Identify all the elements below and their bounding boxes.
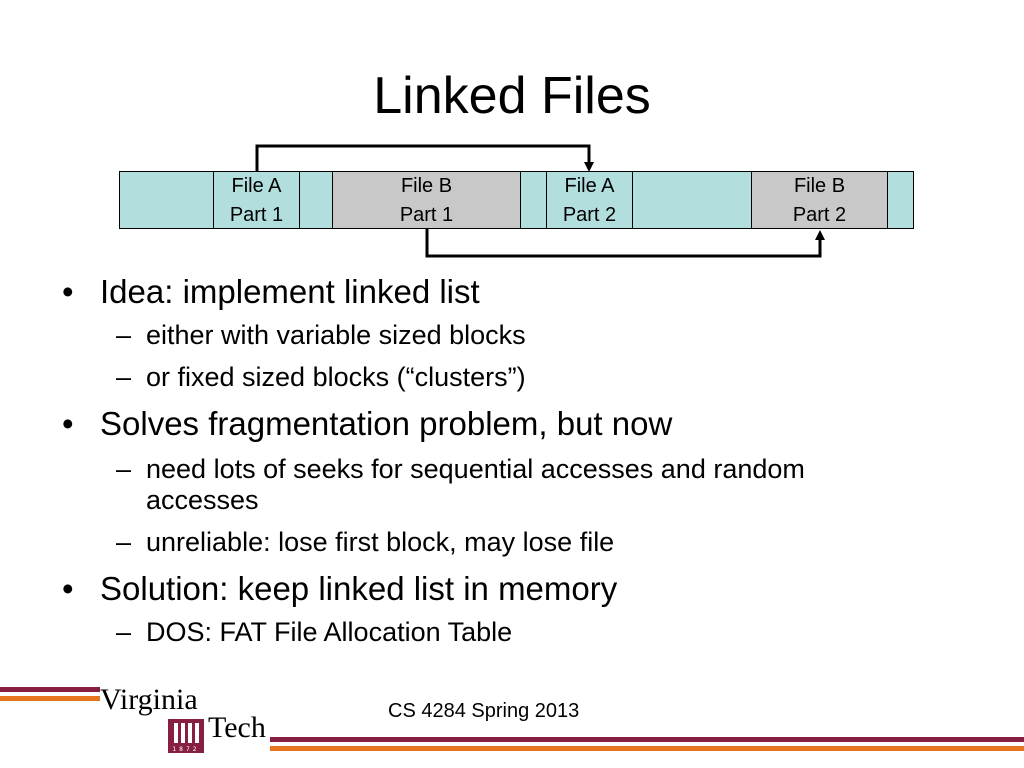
- footer-course-label: CS 4284 Spring 2013: [388, 700, 580, 722]
- bullet-text: Solves fragmentation problem, but now: [100, 405, 673, 442]
- disk-block-free: [299, 171, 333, 229]
- arrowhead-up-icon: [815, 230, 825, 240]
- bullet-list: Idea: implement linked list either with …: [62, 272, 962, 659]
- footer-bar-orange-left: [0, 696, 100, 701]
- sub-bullet-list: either with variable sized blocks or fix…: [62, 320, 962, 393]
- block-label-line1: File A: [231, 175, 282, 197]
- footer-bar-orange-right: [270, 746, 1024, 751]
- sub-bullet-list: DOS: FAT File Allocation Table: [62, 617, 962, 648]
- disk-block-file-b-part-1: File B Part 1: [332, 171, 521, 229]
- disk-block-file-a-part-1: File A Part 1: [213, 171, 300, 229]
- sub-bullet-item: or fixed sized blocks (“clusters”): [62, 362, 962, 393]
- disk-block-file-a-part-2: File A Part 2: [546, 171, 633, 229]
- footer-bar-maroon-left: [0, 687, 100, 692]
- disk-block-free: [520, 171, 547, 229]
- bullet-item: Idea: implement linked list: [62, 272, 962, 312]
- bullet-text: Solution: keep linked list in memory: [100, 570, 618, 607]
- logo-word-virginia: Virginia: [100, 683, 198, 716]
- sub-bullet-item: unreliable: lose first block, may lose f…: [62, 527, 962, 558]
- bullet-text: Idea: implement linked list: [100, 273, 480, 310]
- disk-block-free: [632, 171, 752, 229]
- logo-word-tech: Tech: [208, 711, 266, 744]
- vt-seal-icon: 1872: [168, 719, 204, 753]
- block-label-line1: File A: [564, 175, 615, 197]
- disk-block-free: [887, 171, 914, 229]
- disk-block-file-b-part-2: File B Part 2: [751, 171, 888, 229]
- disk-block-free: [119, 171, 214, 229]
- link-arrow-file-b: [425, 229, 822, 258]
- sub-bullet-list: need lots of seeks for sequential access…: [62, 454, 962, 558]
- block-label-line2: Part 1: [399, 204, 454, 226]
- bullet-item: Solution: keep linked list in memory: [62, 569, 962, 609]
- slide-title: Linked Files: [373, 67, 651, 125]
- block-label-line1: File B: [793, 175, 846, 197]
- seal-years: 1872: [172, 746, 199, 753]
- block-label-line2: Part 2: [792, 204, 847, 226]
- sub-bullet-item: DOS: FAT File Allocation Table: [62, 617, 962, 648]
- footer-bar-maroon-right: [270, 737, 1024, 742]
- virginia-tech-logo: Virginia 1872 Tech: [96, 683, 286, 758]
- block-label-line2: Part 1: [229, 204, 284, 226]
- sub-bullet-item: need lots of seeks for sequential access…: [62, 454, 886, 516]
- block-label-line1: File B: [400, 175, 453, 197]
- block-label-line2: Part 2: [562, 204, 617, 226]
- bullet-item: Solves fragmentation problem, but now: [62, 404, 962, 444]
- sub-bullet-item: either with variable sized blocks: [62, 320, 962, 351]
- link-arrow-file-a: [255, 144, 591, 171]
